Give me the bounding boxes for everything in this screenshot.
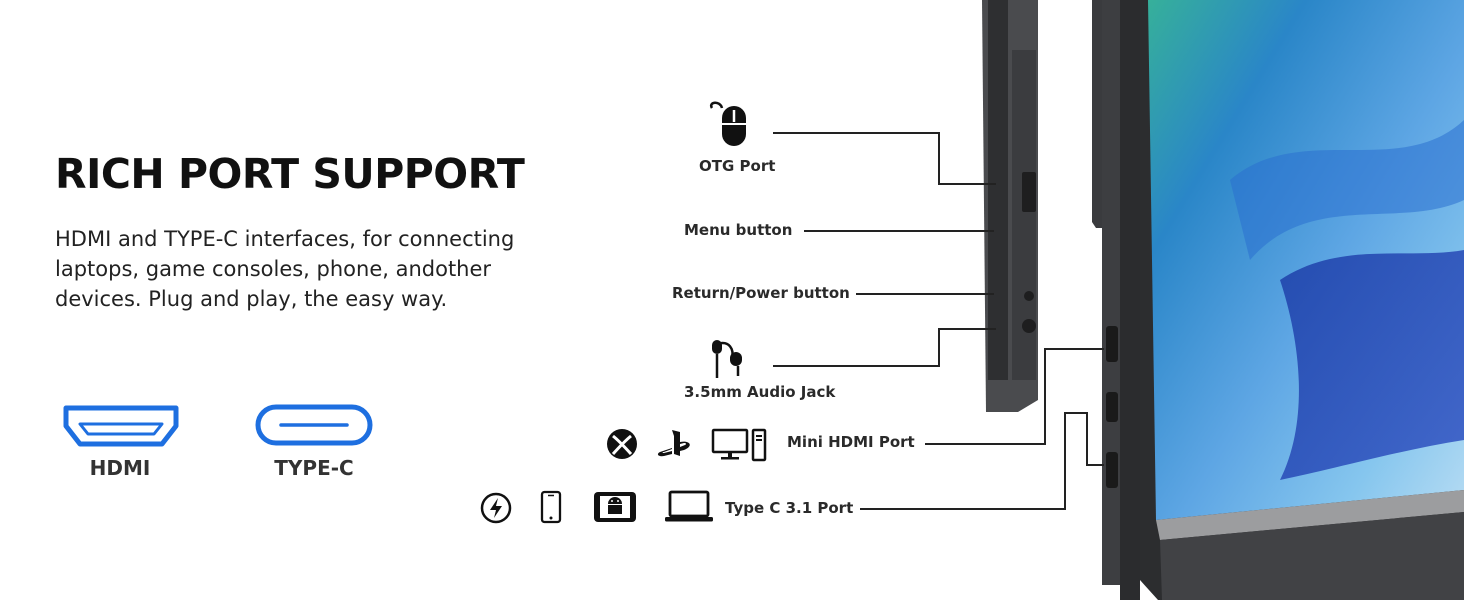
android-tablet-icon (592, 490, 638, 524)
portable-monitor-image (980, 0, 1464, 600)
type-c-leader-line-h2 (1064, 412, 1086, 414)
type-c-leader-line-v (1064, 412, 1066, 510)
desktop-pc-icon (711, 428, 769, 462)
mini-hdmi-leader-line (925, 443, 1046, 445)
otg-leader-line-v (938, 132, 940, 185)
hdmi-port-icon (62, 404, 180, 450)
otg-port-label: OTG Port (699, 157, 776, 175)
hdmi-label: HDMI (89, 456, 151, 480)
type-c-leader-line-v2 (1086, 412, 1088, 466)
audio-leader-line-h2 (938, 328, 996, 330)
type-c-port-label: Type C 3.1 Port (725, 499, 854, 517)
otg-leader-line (773, 132, 940, 134)
return-power-leader-line (856, 293, 994, 295)
xbox-icon (606, 428, 638, 460)
mouse-icon (706, 100, 750, 150)
return-power-button-label: Return/Power button (672, 284, 850, 302)
type-c-leader-line (860, 508, 1066, 510)
playstation-icon (656, 428, 700, 460)
menu-leader-line (804, 230, 994, 232)
mini-hdmi-port-label: Mini HDMI Port (787, 433, 915, 451)
menu-button-label: Menu button (684, 221, 793, 239)
audio-jack-label: 3.5mm Audio Jack (684, 383, 836, 401)
audio-leader-line (773, 365, 940, 367)
headline: RICH PORT SUPPORT (55, 150, 525, 198)
type-c-port-icon (255, 404, 373, 446)
charging-icon (480, 492, 512, 524)
audio-leader-line-v (938, 328, 940, 367)
earphone-icon (708, 338, 750, 380)
laptop-icon (664, 490, 714, 524)
otg-leader-line-h2 (938, 183, 996, 185)
mini-hdmi-leader-line-h2 (1044, 348, 1104, 350)
type-c-leader-line-h3 (1086, 464, 1104, 466)
phone-icon (540, 490, 562, 524)
type-c-label: TYPE-C (274, 456, 354, 480)
mini-hdmi-leader-line-v (1044, 348, 1046, 445)
description: HDMI and TYPE-C interfaces, for connecti… (55, 227, 515, 311)
